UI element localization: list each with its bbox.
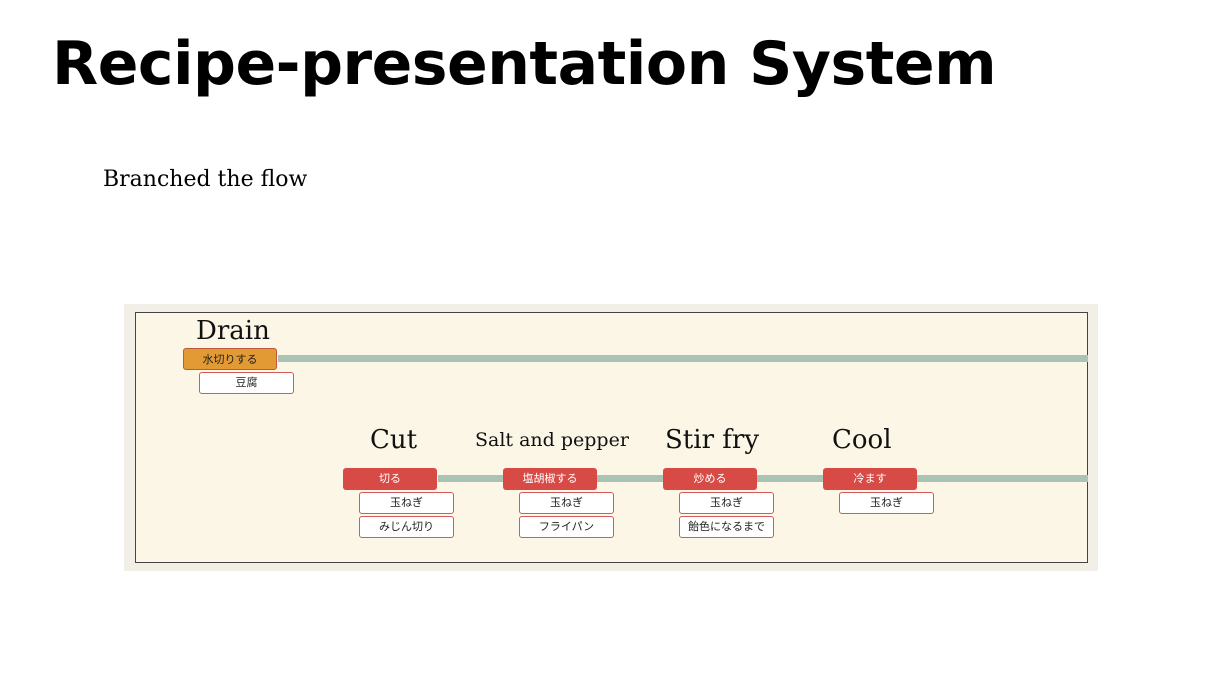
step-label-cut: Cut xyxy=(370,425,418,455)
action-node-drain[interactable]: 水切りする xyxy=(183,348,277,370)
tag-salt-and-pepper-2: フライパン xyxy=(519,516,614,538)
step-label-stir-fry: Stir fry xyxy=(665,425,760,455)
action-node-cut[interactable]: 切る xyxy=(343,468,437,490)
tag-drain-1: 豆腐 xyxy=(199,372,294,394)
action-node-salt-and-pepper[interactable]: 塩胡椒する xyxy=(503,468,597,490)
step-label-salt-and-pepper: Salt and pepper xyxy=(475,429,629,451)
tag-cut-1: 玉ねぎ xyxy=(359,492,454,514)
flow-line-main xyxy=(438,475,1088,482)
tag-cool-1: 玉ねぎ xyxy=(839,492,934,514)
tag-stir-fry-2: 飴色になるまで xyxy=(679,516,774,538)
action-node-cool[interactable]: 冷ます xyxy=(823,468,917,490)
tag-salt-and-pepper-1: 玉ねぎ xyxy=(519,492,614,514)
step-label-drain: Drain xyxy=(196,316,270,346)
slide-title: Recipe-presentation System xyxy=(52,29,997,99)
action-node-stir-fry[interactable]: 炒める xyxy=(663,468,757,490)
tag-cut-2: みじん切り xyxy=(359,516,454,538)
tag-stir-fry-1: 玉ねぎ xyxy=(679,492,774,514)
step-label-cool: Cool xyxy=(832,425,892,455)
slide-subtitle: Branched the flow xyxy=(103,167,308,192)
flow-line-top xyxy=(278,355,1088,362)
